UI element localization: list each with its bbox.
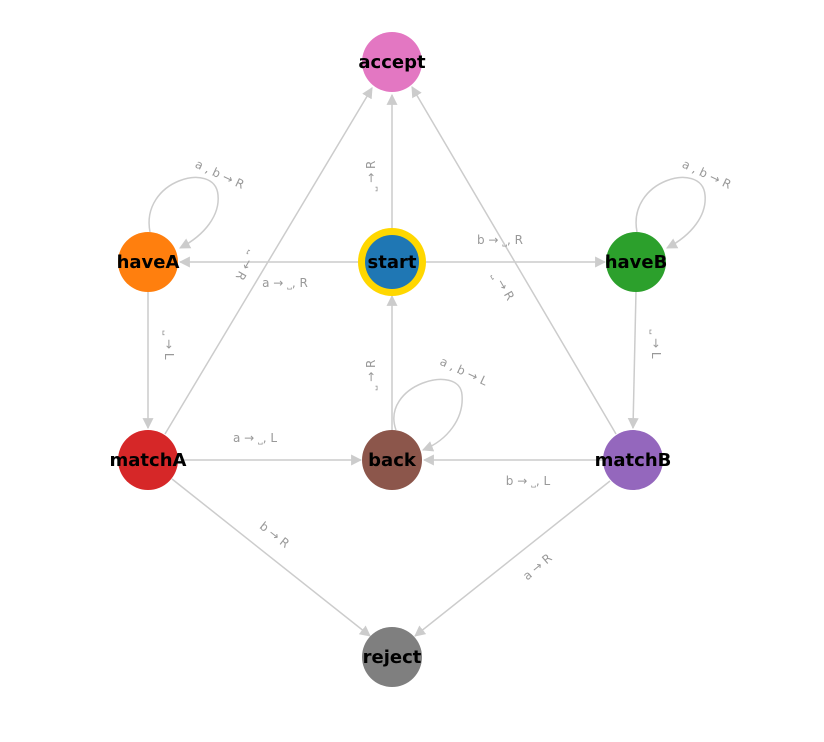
edge-label-start-havea: a → ˽, R <box>262 276 308 290</box>
edge-matcha-accept <box>164 87 373 435</box>
edge-matchb-reject <box>414 480 611 637</box>
edge-labels: ˽ → R a → ˽, R b → ˽, R a , b → R ˽ → L … <box>162 157 733 583</box>
node-start-label: start <box>368 252 417 273</box>
node-start[interactable]: start <box>358 228 426 296</box>
node-matcha[interactable]: matchA <box>110 430 187 490</box>
edge-label-matcha-accept: ˽ → R <box>233 249 261 283</box>
edge-label-start-haveb: b → ˽, R <box>477 233 523 247</box>
edge-matcha-reject <box>171 478 371 637</box>
edge-label-matchb-reject: a → R <box>520 551 555 583</box>
node-matcha-label: matchA <box>110 450 187 471</box>
edge-matchb-accept <box>411 86 617 435</box>
edges <box>142 86 706 637</box>
node-haveb-circle <box>606 232 666 292</box>
node-accept[interactable]: accept <box>358 32 426 92</box>
edge-haveb-matchb <box>627 290 639 430</box>
edge-label-matchb-back: b → ˽, L <box>506 474 551 488</box>
edge-label-back-start: ˽ → R <box>364 360 378 391</box>
edge-haveb-self <box>635 176 706 249</box>
edge-label-haveb-self: a , b → R <box>680 157 733 192</box>
node-accept-circle <box>362 32 422 92</box>
node-havea-circle <box>118 232 178 292</box>
node-matchb-label: matchB <box>595 450 672 471</box>
node-reject[interactable]: reject <box>362 627 422 687</box>
node-reject-circle <box>362 627 422 687</box>
node-haveb-label: haveB <box>605 252 668 273</box>
node-haveb[interactable]: haveB <box>605 232 668 292</box>
edge-label-matchb-accept: ˽ → R <box>490 269 518 303</box>
node-back[interactable]: back <box>362 430 422 490</box>
edge-havea-self <box>148 176 219 249</box>
node-back-label: back <box>368 450 417 471</box>
edge-label-matcha-reject: b → R <box>257 519 292 551</box>
edge-label-back-self: a , b → L <box>438 354 490 388</box>
edge-label-havea-self: a , b → R <box>193 157 246 192</box>
node-matchb[interactable]: matchB <box>595 430 672 490</box>
edge-back-self <box>393 378 463 452</box>
edge-label-haveb-matchb: ˽ → L <box>649 329 663 358</box>
edge-label-matcha-back: a → ˽, L <box>233 431 277 445</box>
node-matchb-circle <box>603 430 663 490</box>
node-reject-label: reject <box>363 647 422 668</box>
node-havea[interactable]: haveA <box>117 232 180 292</box>
node-matcha-circle <box>118 430 178 490</box>
edge-label-havea-matcha: ˽ → L <box>162 330 176 359</box>
node-start-circle <box>365 235 419 289</box>
node-back-circle <box>362 430 422 490</box>
edge-label-start-accept: ˽ → R <box>364 161 378 192</box>
nodes: accept start haveA haveB matchA back mat… <box>110 32 672 687</box>
node-accept-label: accept <box>358 52 426 73</box>
node-havea-label: haveA <box>117 252 180 273</box>
